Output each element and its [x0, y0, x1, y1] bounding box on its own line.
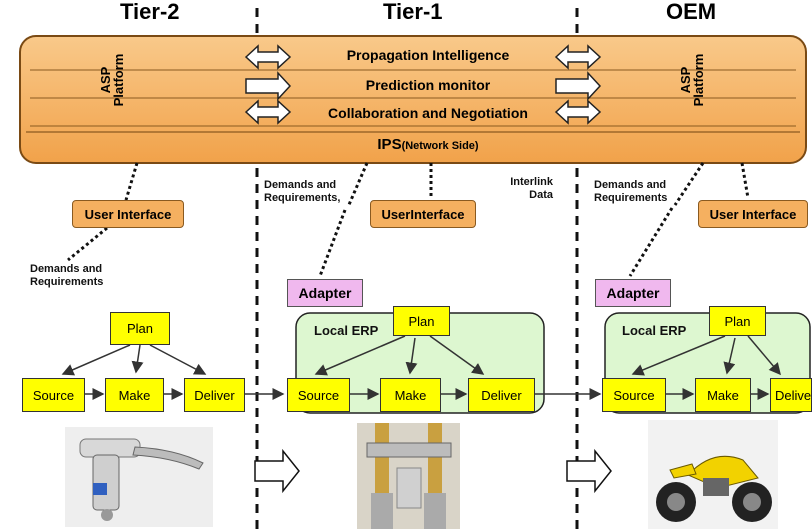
plan-box-oem: Plan [709, 306, 766, 336]
source-box-tier1: Source [287, 378, 350, 412]
collaboration-negotiation-label: Collaboration and Negotiation [328, 105, 528, 121]
asp-platform-left-label: ASP Platform [98, 53, 126, 107]
collaboration-arrow-left [244, 99, 292, 125]
user-interface-tier2[interactable]: User Interface [72, 200, 184, 228]
local-erp-oem-label: Local ERP [622, 323, 687, 338]
make-box-tier2: Make [105, 378, 164, 412]
tier2-header: Tier-2 [120, 0, 180, 24]
prediction-arrow-left [245, 71, 292, 101]
local-erp-tier1-label: Local ERP [314, 323, 379, 338]
front-fork-icon [357, 423, 460, 529]
tier1-header: Tier-1 [383, 0, 443, 24]
propagation-arrow-right [554, 44, 602, 70]
make-box-oem: Make [695, 378, 751, 412]
adapter-tier1: Adapter [287, 279, 363, 307]
oem-header: OEM [666, 0, 717, 24]
prediction-monitor-label: Prediction monitor [365, 77, 491, 93]
source-box-tier2: Source [22, 378, 85, 412]
deliver-box-tier1: Deliver [468, 378, 535, 412]
user-interface-tier1[interactable]: UserInterface [370, 200, 476, 228]
flow-arrow-tier1-to-oem [566, 448, 612, 494]
propagation-intelligence-label: Propagation Intelligence [346, 47, 510, 63]
motorcycle-icon [648, 420, 778, 529]
asp-platform-right-label: ASP Platform [678, 53, 706, 107]
user-interface-oem[interactable]: User Interface [698, 200, 808, 228]
deliver-box-tier2: Deliver [184, 378, 245, 412]
prediction-arrow-right [555, 71, 602, 101]
plan-box-tier1: Plan [393, 306, 450, 336]
flow-arrow-tier2-to-tier1 [254, 448, 300, 494]
collaboration-arrow-right [554, 99, 602, 125]
adapter-oem: Adapter [595, 279, 671, 307]
propagation-arrow-left [244, 44, 292, 70]
ips-sub: (Network Side) [401, 140, 479, 152]
ips-main: IPS [377, 136, 402, 153]
plan-box-tier2: Plan [110, 312, 170, 345]
deliver-box-oem: Deliver [770, 378, 812, 412]
asp-platform [19, 35, 807, 164]
source-box-oem: Source [602, 378, 666, 412]
brake-lever-icon [65, 427, 213, 527]
ips-label: IPS(Network Side) [300, 136, 556, 153]
make-box-tier1: Make [380, 378, 441, 412]
